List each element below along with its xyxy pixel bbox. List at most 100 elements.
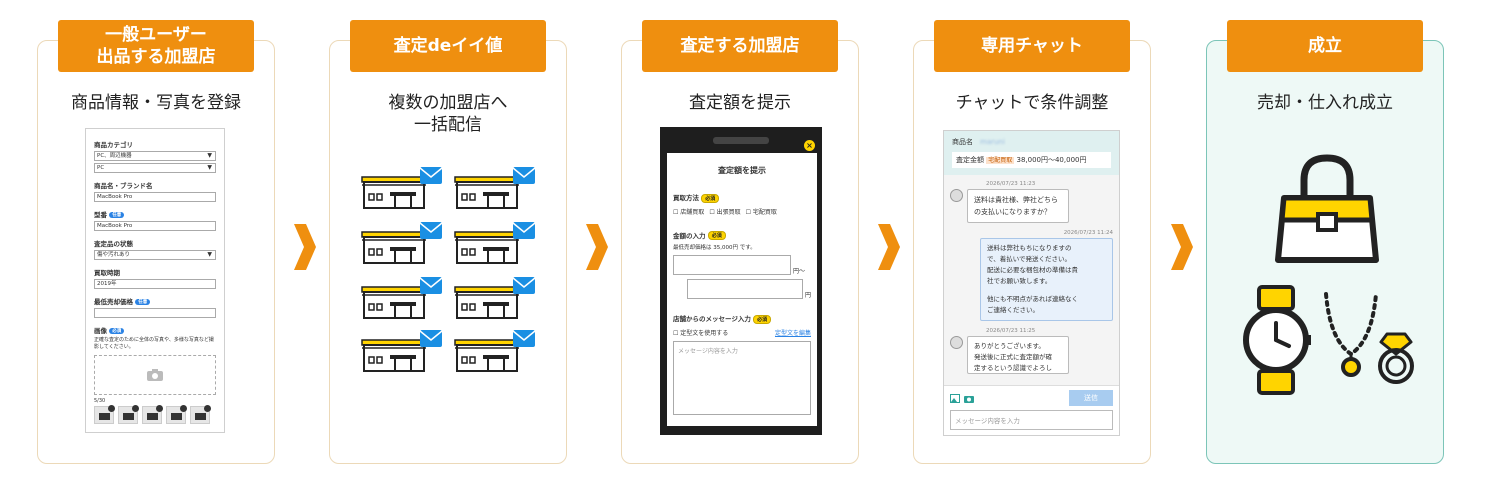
close-icon[interactable]: [132, 405, 139, 412]
shop-icon: [454, 166, 536, 209]
form-label: 商品名・ブランド名: [94, 182, 153, 190]
step-desc-4: チャットで条件調整: [913, 92, 1151, 114]
required-badge: 必須: [753, 314, 772, 324]
option-label: 店舗買取: [680, 208, 705, 216]
model-input[interactable]: MacBook Pro: [94, 221, 216, 231]
close-icon[interactable]: [204, 405, 211, 412]
category-select-2[interactable]: PC▼: [94, 163, 216, 173]
amount-value: 38,000円〜40,000円: [1016, 156, 1087, 164]
shop-grid: [361, 166, 536, 372]
modal-header-blur: [713, 137, 769, 144]
shop-icon: [361, 276, 443, 319]
unit-label: 円〜: [793, 268, 806, 275]
template-edit-link[interactable]: 定型文を編集: [774, 329, 811, 337]
avatar: [950, 189, 963, 202]
field-label: 店舗からのメッセージ入力 必須: [673, 313, 811, 324]
placeholder-text: メッセージ内容を入力: [678, 347, 738, 355]
amount-row: 査定金額 宅配買取 38,000円〜40,000円: [952, 152, 1111, 168]
close-icon[interactable]: [156, 405, 163, 412]
shop-icon: [361, 166, 443, 209]
step-tag-5: 成立: [1227, 20, 1423, 72]
form-label: 型番 任意: [94, 209, 216, 219]
item-row: 商品名 maruni: [952, 137, 1111, 147]
label-text: 型番: [94, 211, 107, 219]
checkbox-label: 定型文を使用する: [680, 329, 729, 337]
thumbnail[interactable]: [166, 405, 187, 424]
image-upload-area[interactable]: [94, 355, 216, 395]
unit-label: 円: [804, 292, 811, 299]
message-textarea[interactable]: メッセージ内容を入力: [673, 340, 811, 415]
required-badge: 必須: [701, 193, 720, 203]
step-desc-1: 商品情報・写真を登録: [37, 92, 275, 114]
modal-title: 査定額を提示: [718, 166, 766, 175]
message-line: 社でお願い致します。: [987, 277, 1052, 285]
message-line: で、着払いで発送ください。: [987, 255, 1072, 263]
chat-bubble: ありがとうございます。発送後に正式に査定額が確定するという認識でよろし: [967, 336, 1069, 374]
option-visit[interactable]: ☐ 出張買取: [709, 208, 741, 216]
option-store[interactable]: ☐ 店舗買取: [673, 208, 705, 216]
input-value: MacBook Pro: [97, 194, 133, 200]
close-icon[interactable]: [180, 405, 187, 412]
tag-line: 一般ユーザー: [105, 25, 207, 45]
message-line: 配送に必要な梱包材の準備は貴: [987, 266, 1078, 274]
step-desc-2: 複数の加盟店へ一括配信: [329, 92, 567, 136]
image-count: 5/30: [94, 398, 106, 404]
thumbnail[interactable]: [190, 405, 211, 424]
template-checkbox[interactable]: ☐ 定型文を使用する: [673, 329, 729, 337]
label-text: 画像: [94, 327, 107, 335]
image-icon[interactable]: [950, 393, 960, 403]
min-price-note: 最低売却価格は 35,000円 です。: [673, 245, 756, 251]
message-line: 発送後に正式に査定額が確: [974, 353, 1052, 361]
tag-line: 成立: [1308, 36, 1342, 56]
necklace-icon: [1324, 292, 1378, 377]
thumbnail[interactable]: [142, 405, 163, 424]
option-label: 出張買取: [716, 208, 741, 216]
send-button[interactable]: 送信: [1069, 390, 1113, 406]
shop-icon: [454, 329, 536, 372]
timestamp: 2026/07/23 11:25: [986, 328, 1036, 334]
brand-input[interactable]: MacBook Pro: [94, 192, 216, 202]
amount-label: 査定金額: [956, 156, 984, 164]
form-label: 買取時期: [94, 269, 120, 277]
amount-max-input[interactable]: [687, 279, 803, 299]
field-label: 買取方法 必須: [673, 192, 811, 203]
camera-icon[interactable]: [964, 394, 974, 403]
thumbnail[interactable]: [118, 405, 139, 424]
chat-screenshot: 商品名 maruni 査定金額 宅配買取 38,000円〜40,000円 202…: [943, 130, 1120, 436]
input-value: MacBook Pro: [97, 223, 133, 229]
thumbnail[interactable]: [94, 405, 115, 424]
option-label: 宅配買取: [752, 208, 777, 216]
shop-icon: [454, 276, 536, 319]
condition-select[interactable]: 傷や汚れあり▼: [94, 250, 216, 260]
chevron-right-icon: [878, 224, 900, 270]
close-icon[interactable]: ×: [804, 140, 815, 151]
chat-bubble-me: 送料は弊社もちになりますの で、着払いで発送ください。 配送に必要な梱包材の準備…: [980, 238, 1113, 321]
purchase-input[interactable]: 2019年: [94, 279, 216, 289]
tag-line: 出品する加盟店: [96, 47, 216, 67]
form-label: 最低売却価格 任意: [94, 296, 216, 306]
optional-badge: 任意: [135, 299, 151, 305]
attach-icons: [950, 393, 974, 403]
tag-line: 専用チャット: [981, 36, 1083, 56]
watch-icon: [1243, 285, 1311, 395]
chat-bubble: 送料は貴社様、弊社どちらの支払いになりますか？: [967, 189, 1069, 223]
label-text: 金額の入力: [673, 231, 706, 240]
min-price-input[interactable]: [94, 308, 216, 318]
close-icon[interactable]: [108, 405, 115, 412]
message-input[interactable]: メッセージ内容を入力: [950, 410, 1113, 430]
required-badge: 必須: [707, 231, 726, 240]
message-line: 定するという認識でよろし: [974, 364, 1052, 372]
category-select-1[interactable]: PC、周辺機器▼: [94, 151, 216, 161]
desc-line: チャットで条件調整: [955, 93, 1109, 113]
step-tag-1: 一般ユーザー出品する加盟店: [58, 20, 254, 72]
message-row: 送料は貴社様、弊社どちらの支払いになりますか？: [950, 189, 1113, 223]
message-row: ありがとうございます。発送後に正式に査定額が確定するという認識でよろし: [950, 336, 1113, 374]
amount-min-input[interactable]: [673, 255, 791, 275]
select-value: 傷や汚れあり: [97, 252, 131, 258]
timestamp: 2026/07/23 11:23: [986, 181, 1036, 187]
option-delivery[interactable]: ☐ 宅配買取: [745, 208, 777, 216]
desc-line: 複数の加盟店へ: [388, 93, 508, 113]
form-label: 査定品の状態: [94, 240, 133, 248]
tag-line: 査定する加盟店: [680, 36, 800, 56]
form-label: 画像 必須: [94, 325, 216, 335]
